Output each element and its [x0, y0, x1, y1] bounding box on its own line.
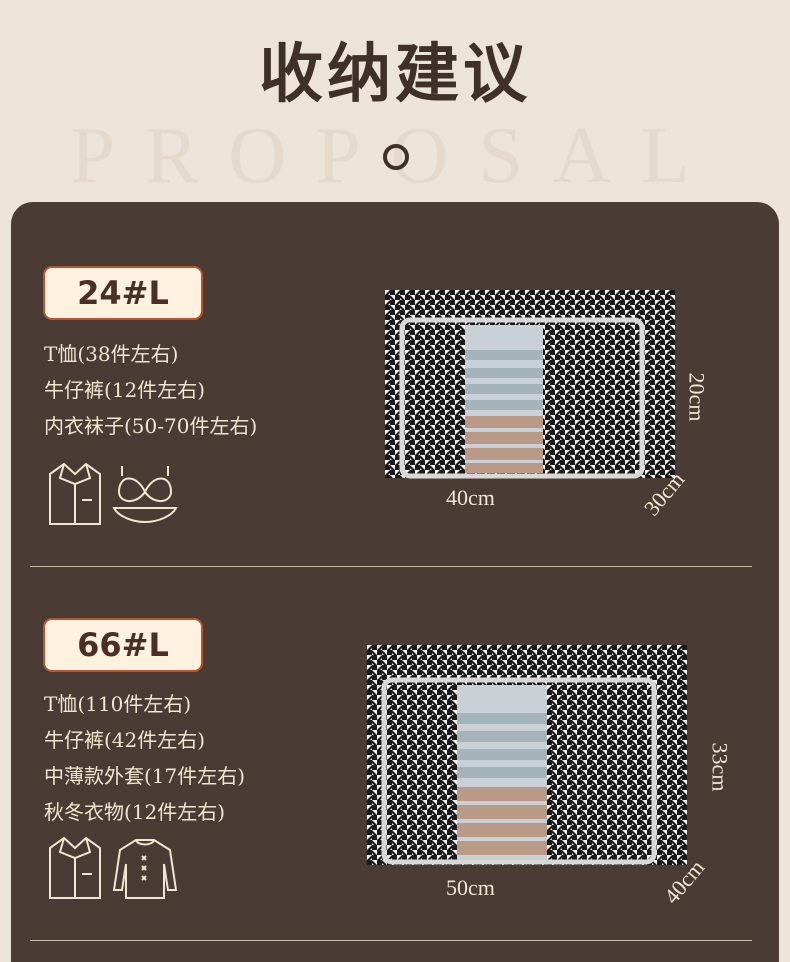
height-label: 20cm: [684, 372, 710, 422]
capacity-item: 牛仔裤(12件左右): [44, 378, 206, 402]
circle-decoration: [383, 144, 409, 170]
size-badge: 24#L: [43, 266, 203, 320]
sweater-icon: [112, 839, 178, 899]
storage-box-image: [385, 290, 675, 479]
divider: [30, 566, 752, 567]
capacity-item: T恤(110件左右): [44, 692, 192, 716]
capacity-item: 秋冬衣物(12件左右): [44, 800, 226, 824]
underwear-icon: [112, 466, 178, 524]
shirt-icon: [49, 462, 101, 525]
icon-row: [46, 836, 178, 900]
shirt-icon: [49, 836, 101, 899]
width-label: 40cm: [446, 485, 495, 510]
page-title: 收纳建议: [259, 37, 531, 112]
capacity-list: T恤(110件左右) 牛仔裤(42件左右) 中薄款外套(17件左右) 秋冬衣物(…: [44, 686, 245, 830]
divider: [30, 940, 752, 941]
capacity-list: T恤(38件左右) 牛仔裤(12件左右) 内衣袜子(50-70件左右): [44, 336, 257, 444]
capacity-item: 内衣袜子(50-70件左右): [44, 414, 258, 438]
width-label: 50cm: [446, 875, 495, 900]
height-label: 33cm: [707, 742, 733, 792]
icon-row: [46, 462, 178, 526]
watermark: PROPOSAL: [70, 112, 720, 200]
capacity-item: T恤(38件左右): [44, 342, 179, 366]
capacity-item: 中薄款外套(17件左右): [44, 764, 246, 788]
capacity-item: 牛仔裤(42件左右): [44, 728, 206, 752]
size-badge: 66#L: [43, 618, 203, 672]
storage-box-image: [367, 645, 687, 865]
